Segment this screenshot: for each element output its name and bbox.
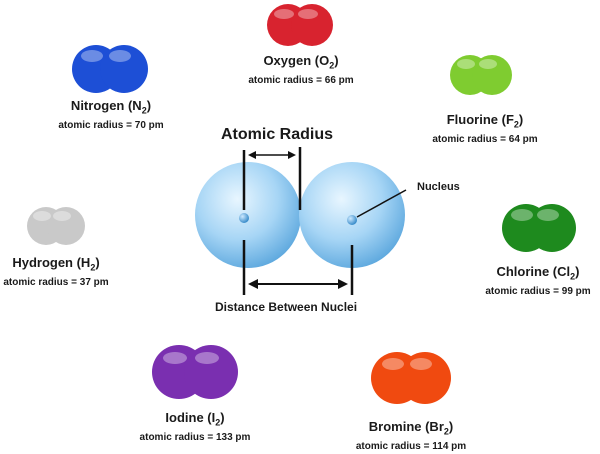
fluorine-shine-right [479, 59, 497, 69]
chlorine-molecule-icon [502, 204, 576, 252]
atomic-radius-title: Atomic Radius [221, 126, 334, 143]
distance-between-nuclei-label: Distance Between Nuclei [215, 300, 358, 314]
fluorine-molecule-icon [450, 55, 512, 95]
oxygen-radius: atomic radius = 66 pm [248, 74, 354, 86]
chlorine-label: Chlorine (Cl2) atomic radius = 99 pm [485, 264, 590, 299]
iodine-molecule-icon [152, 345, 238, 399]
oxygen-atom-right [291, 4, 333, 46]
oxygen-label: Oxygen (O2) atomic radius = 66 pm [248, 53, 353, 88]
bromine-label: Bromine (Br2) atomic radius = 114 pm [356, 419, 466, 454]
iodine-radius: atomic radius = 133 pm [139, 431, 251, 443]
nitrogen-shine-left [81, 50, 103, 62]
nitrogen-label: Nitrogen (N2) atomic radius = 70 pm [58, 98, 163, 133]
iodine-shine-left [163, 352, 187, 364]
bromine-radius: atomic radius = 114 pm [355, 440, 467, 452]
oxygen-shine-left [274, 9, 294, 19]
bromine-name: Bromine (Br2) [368, 419, 454, 437]
chlorine-shine-left [511, 209, 533, 221]
fluorine-label: Fluorine (F2) atomic radius = 64 pm [432, 112, 537, 147]
iodine-atom-right [184, 345, 238, 399]
oxygen-name: Oxygen (O2) [263, 53, 339, 71]
nitrogen-atom-right [100, 45, 148, 93]
nucleus-label: Nucleus [417, 181, 460, 193]
distance-arrow-head-left [248, 279, 258, 289]
iodine-shine-right [195, 352, 219, 364]
oxygen-shine-right [298, 9, 318, 19]
distance-arrow-head-right [338, 279, 348, 289]
nucleus-pointer [356, 189, 407, 218]
chlorine-name: Chlorine (Cl2) [496, 264, 580, 282]
iodine-label: Iodine (I2) atomic radius = 133 pm [140, 410, 251, 445]
bromine-molecule-icon [371, 352, 451, 404]
nitrogen-shine-right [109, 50, 131, 62]
right-nucleus [347, 215, 357, 225]
nitrogen-molecule-icon [72, 45, 148, 93]
hydrogen-atom-right [47, 207, 85, 245]
hydrogen-radius: atomic radius = 37 pm [3, 276, 109, 288]
fluorine-atom-right [472, 55, 512, 95]
bromine-atom-right [399, 352, 451, 404]
fluorine-shine-left [457, 59, 475, 69]
left-nucleus [239, 213, 249, 223]
bromine-shine-left [382, 358, 404, 370]
chlorine-shine-right [537, 209, 559, 221]
nitrogen-radius: atomic radius = 70 pm [58, 119, 164, 131]
nitrogen-name: Nitrogen (N2) [70, 98, 152, 116]
fluorine-name: Fluorine (F2) [446, 112, 524, 130]
radius-arrow-head-left [248, 151, 256, 159]
hydrogen-molecule-icon [27, 207, 85, 245]
hydrogen-name: Hydrogen (H2) [12, 255, 100, 273]
hydrogen-label: Hydrogen (H2) atomic radius = 37 pm [3, 255, 108, 290]
bromine-shine-right [410, 358, 432, 370]
chlorine-radius: atomic radius = 99 pm [485, 285, 591, 297]
chlorine-atom-right [528, 204, 576, 252]
iodine-name: Iodine (I2) [165, 410, 225, 428]
fluorine-radius: atomic radius = 64 pm [432, 133, 538, 145]
hydrogen-shine-right [53, 211, 71, 221]
oxygen-molecule-icon [267, 4, 333, 46]
radius-arrow-head-right [288, 151, 296, 159]
hydrogen-shine-left [33, 211, 51, 221]
